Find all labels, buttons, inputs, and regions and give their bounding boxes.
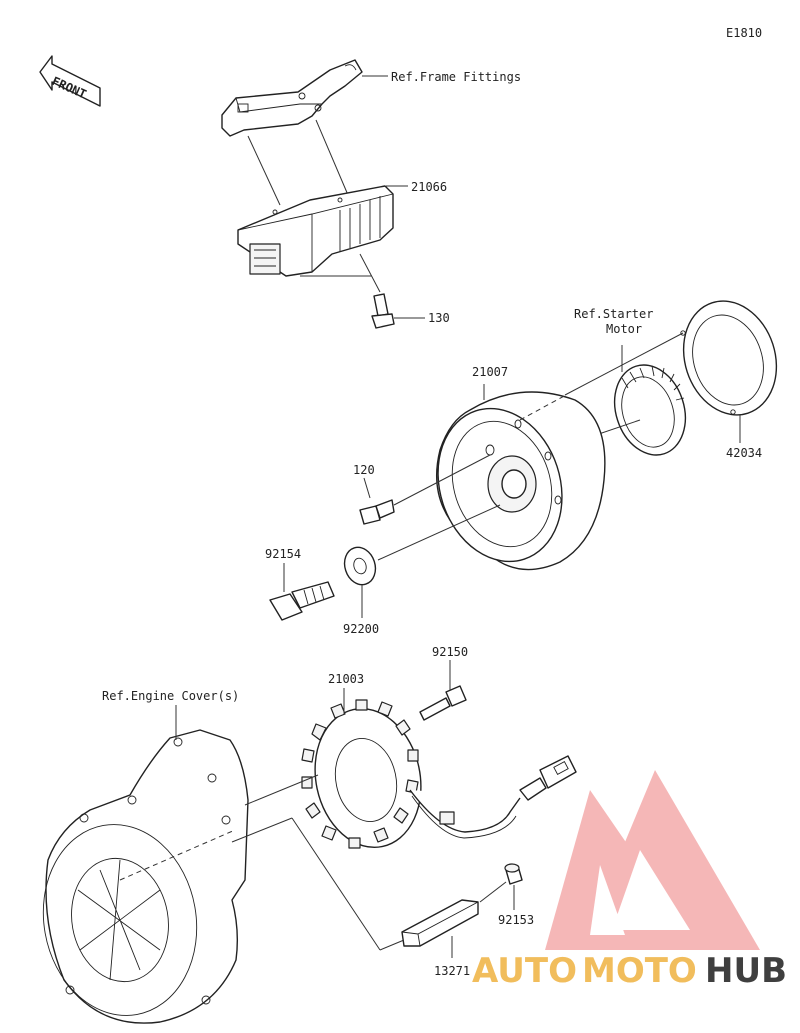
ref-starter-label-1: Ref.Starter xyxy=(574,307,653,321)
regulator-bolt-part-number: 130 xyxy=(428,311,450,325)
watermark-moto: MOTO xyxy=(582,951,697,991)
watermark-auto: AUTO xyxy=(472,951,577,991)
stator xyxy=(301,699,521,849)
ref-starter-label-2: Motor xyxy=(606,322,642,336)
watermark-logo xyxy=(545,770,760,950)
regulator-part-number: 21066 xyxy=(411,180,447,194)
flywheel-small-bolt-part-number: 120 xyxy=(353,463,375,477)
ring-part-number: 42034 xyxy=(726,446,762,460)
watermark-text: AUTO MOTO HUB xyxy=(472,951,787,991)
grommet xyxy=(504,863,523,885)
frame-bracket xyxy=(221,59,363,137)
flywheel-bolt xyxy=(269,581,335,621)
stator-bolt xyxy=(419,685,467,721)
flywheel xyxy=(435,391,606,571)
regulator-rectifier xyxy=(237,185,394,277)
bracket-part-number: 13271 xyxy=(434,964,470,978)
flywheel-bolt-part-number: 92154 xyxy=(265,547,301,561)
flywheel-part-number: 21007 xyxy=(472,365,508,379)
stator-connector xyxy=(519,755,577,801)
stator-bolt-part-number: 92150 xyxy=(432,645,468,659)
starter-ring xyxy=(680,300,778,416)
stator-part-number: 21003 xyxy=(328,672,364,686)
regulator-bolt xyxy=(371,293,395,329)
ref-frame-fittings-label: Ref.Frame Fittings xyxy=(391,70,521,84)
starter-clutch xyxy=(613,364,687,456)
washer xyxy=(343,546,377,586)
flywheel-small-bolt xyxy=(359,499,395,525)
sensor-bracket xyxy=(401,899,479,947)
front-arrow-icon: FRONT xyxy=(39,55,101,107)
grommet-part-number: 92153 xyxy=(498,913,534,927)
diagram-code: E1810 xyxy=(726,26,762,40)
washer-part-number: 92200 xyxy=(343,622,379,636)
ref-engine-covers-label: Ref.Engine Cover(s) xyxy=(102,689,239,703)
engine-cover xyxy=(42,729,249,1024)
watermark-hub: HUB xyxy=(705,951,787,991)
